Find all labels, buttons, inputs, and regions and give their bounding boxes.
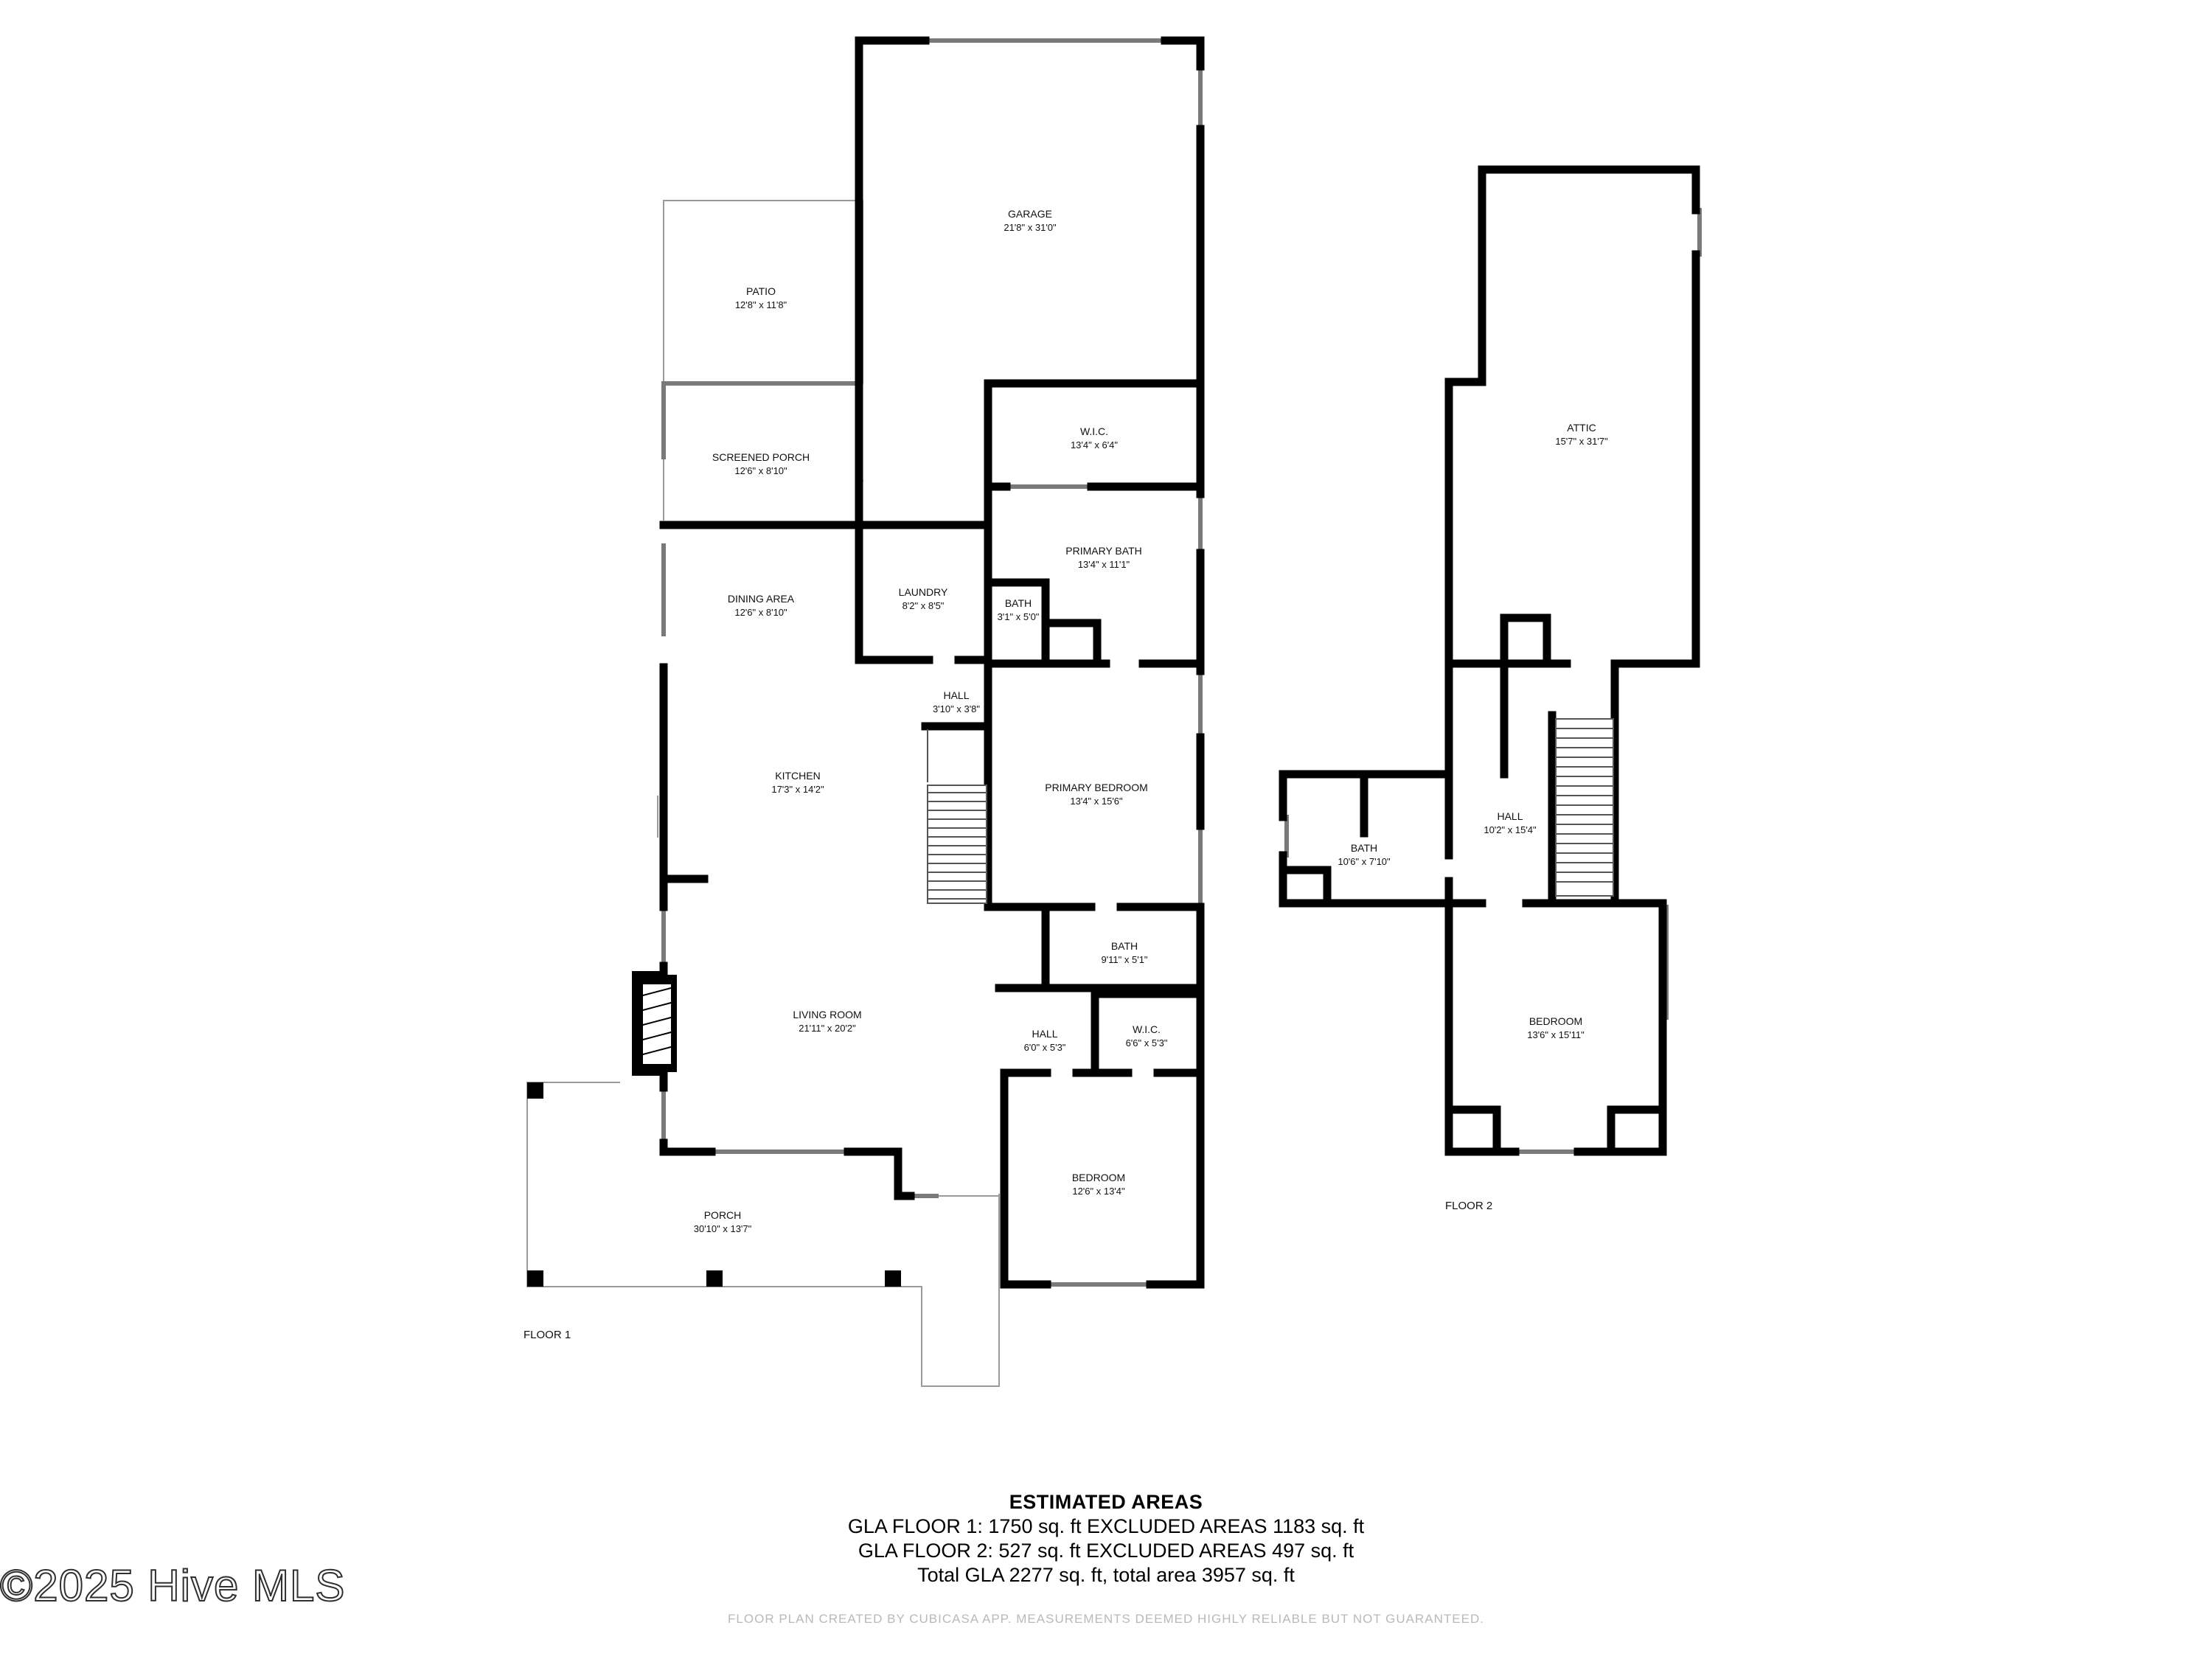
- room-label-kitchen: KITCHEN: [775, 770, 820, 782]
- room-label-attic: ATTIC: [1567, 422, 1596, 434]
- gla-floor-2-line: GLA FLOOR 2: 527 sq. ft EXCLUDED AREAS 4…: [858, 1540, 1354, 1562]
- floor-1-walls: [527, 36, 1205, 1289]
- room-label-bath-floor-2: BATH: [1351, 842, 1377, 854]
- room-dims-bedroom-floor-2: 13'6" x 15'11": [1527, 1029, 1585, 1040]
- floor-1-windows: [661, 38, 1702, 1287]
- room-label-dining-area: DINING AREA: [728, 593, 795, 605]
- room-dims-patio: 12'8" x 11'8": [735, 299, 787, 310]
- room-dims-hall-floor-2: 10'2" x 15'4": [1484, 824, 1537, 835]
- floor-1-plan: [526, 36, 1702, 1387]
- room-dims-primary-bedroom: 13'4" x 15'6": [1070, 796, 1123, 807]
- room-label-hall-floor-2: HALL: [1497, 810, 1523, 822]
- room-label-patio: PATIO: [746, 285, 776, 297]
- room-dims-wic-lower: 6'6" x 5'3": [1126, 1037, 1168, 1048]
- gla-floor-1-line: GLA FLOOR 1: 1750 sq. ft EXCLUDED AREAS …: [847, 1515, 1365, 1537]
- floor-1-label: FLOOR 1: [524, 1329, 571, 1341]
- room-label-wic-lower: W.I.C.: [1133, 1023, 1161, 1035]
- floor-1-stairs: [927, 729, 987, 904]
- room-label-bath-small: BATH: [1005, 597, 1032, 609]
- room-label-screened-porch: SCREENED PORCH: [712, 451, 810, 463]
- room-dims-screened-porch: 12'6" x 8'10": [734, 465, 787, 476]
- room-label-primary-bedroom: PRIMARY BEDROOM: [1045, 782, 1148, 793]
- room-label-laundry: LAUNDRY: [899, 586, 948, 598]
- copyright-watermark: ©2025 Hive MLS: [0, 1560, 346, 1611]
- estimated-areas-title: ESTIMATED AREAS: [1009, 1491, 1203, 1513]
- room-dims-bath-lower: 9'11" x 5'1": [1101, 954, 1147, 965]
- total-gla-line: Total GLA 2277 sq. ft, total area 3957 s…: [917, 1564, 1295, 1586]
- room-dims-living-room: 21'11" x 20'2": [799, 1023, 856, 1034]
- room-label-bedroom-floor-1: BEDROOM: [1072, 1172, 1125, 1183]
- floor-2-stairs: [1555, 718, 1614, 897]
- floor-2-room-labels: ATTIC 15'7" x 31'7" HALL 10'2" x 15'4" B…: [1338, 422, 1608, 1212]
- room-label-porch: PORCH: [704, 1209, 742, 1221]
- room-dims-hall-upper: 3'10" x 3'8": [933, 703, 980, 714]
- room-dims-garage: 21'8" x 31'0": [1004, 222, 1057, 233]
- room-dims-attic: 15'7" x 31'7": [1555, 436, 1608, 447]
- room-label-primary-bath: PRIMARY BATH: [1065, 545, 1141, 557]
- floor-2-walls: [1279, 165, 1700, 1156]
- fireplace-icon: [636, 975, 677, 1072]
- floor-2-plan: [1279, 165, 1700, 1156]
- room-label-bath-lower: BATH: [1111, 940, 1138, 952]
- room-dims-porch: 30'10" x 13'7": [694, 1223, 752, 1234]
- room-label-hall-lower: HALL: [1032, 1028, 1057, 1040]
- room-dims-bedroom-floor-1: 12'6" x 13'4": [1072, 1186, 1125, 1197]
- room-dims-wic-upper: 13'4" x 6'4": [1071, 439, 1118, 451]
- room-label-bedroom-floor-2: BEDROOM: [1529, 1015, 1582, 1027]
- room-dims-bath-floor-2: 10'6" x 7'10": [1338, 856, 1391, 867]
- room-dims-kitchen: 17'3" x 14'2": [771, 784, 824, 795]
- room-label-wic-upper: W.I.C.: [1080, 425, 1108, 437]
- room-label-hall-upper: HALL: [943, 689, 969, 701]
- room-dims-laundry: 8'2" x 8'5": [902, 600, 945, 611]
- disclaimer-text: FLOOR PLAN CREATED BY CUBICASA APP. MEAS…: [728, 1612, 1484, 1626]
- room-dims-hall-lower: 6'0" x 5'3": [1024, 1042, 1066, 1053]
- room-dims-primary-bath: 13'4" x 11'1": [1078, 559, 1130, 570]
- floor-1-room-labels: GARAGE 21'8" x 31'0" PATIO 12'8" x 11'8"…: [524, 208, 1168, 1341]
- room-dims-bath-small: 3'1" x 5'0": [998, 611, 1040, 622]
- room-dims-dining-area: 12'6" x 8'10": [734, 607, 787, 618]
- estimated-areas-block: ESTIMATED AREAS GLA FLOOR 1: 1750 sq. ft…: [664, 1489, 1548, 1587]
- floor-2-label: FLOOR 2: [1445, 1200, 1492, 1212]
- room-label-living-room: LIVING ROOM: [793, 1009, 861, 1020]
- room-label-garage: GARAGE: [1008, 208, 1052, 220]
